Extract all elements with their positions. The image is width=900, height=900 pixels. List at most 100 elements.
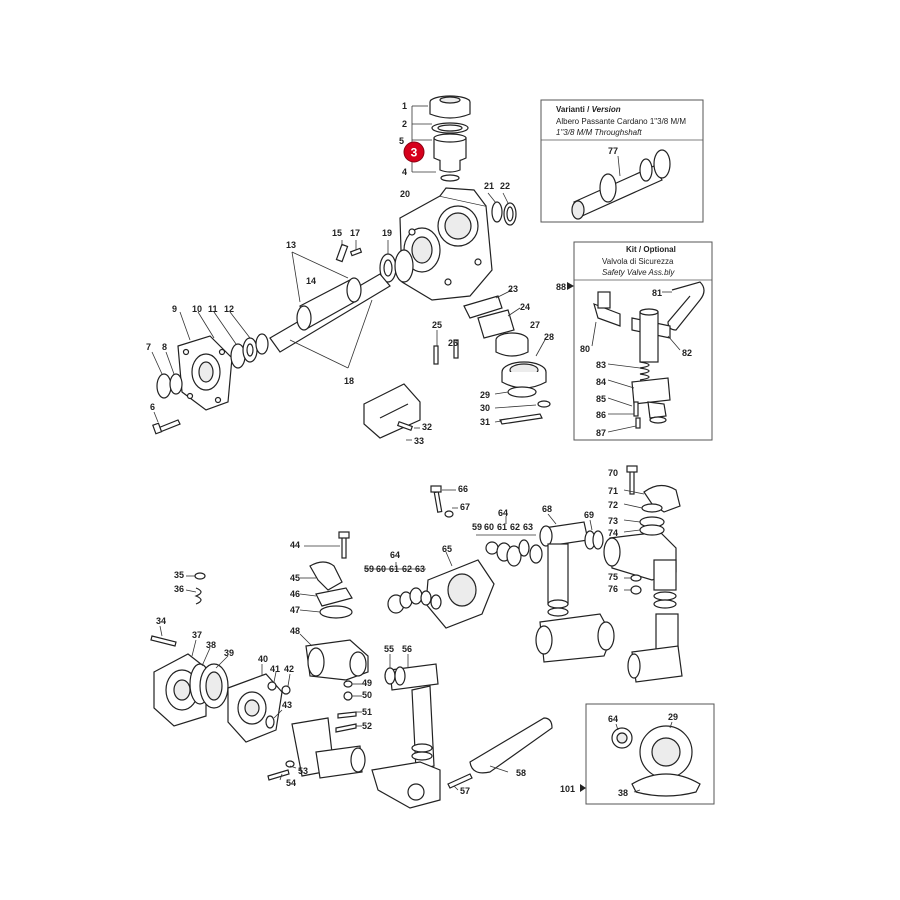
kit-part-82: 82 [682,348,692,358]
part-number-44: 44 [290,540,300,550]
part-number-5: 5 [399,136,404,146]
part-number-62b: 62 [402,564,412,574]
part-number-15: 15 [332,228,342,238]
kit-part-83: 83 [596,360,606,370]
part-number-50: 50 [362,690,372,700]
part-number-19: 19 [382,228,392,238]
part-number-69: 69 [584,510,594,520]
set-box [580,703,715,805]
part-number-65: 65 [442,544,452,554]
kit-part-85: 85 [596,394,606,404]
part-number-48: 48 [290,626,300,636]
part-number-17: 17 [350,228,360,238]
part-number-42: 42 [284,664,294,674]
kit-part-84: 84 [596,377,606,387]
part-number-66: 66 [458,484,468,494]
part-number-39: 39 [224,648,234,658]
side-flange [177,335,233,411]
part-number-36: 36 [174,584,184,594]
part-number-70: 70 [608,468,618,478]
part-number-64: 64 [498,508,508,518]
part-number-63: 63 [523,522,533,532]
set-group-number: 101 [560,784,575,794]
kit-part-81: 81 [652,288,662,298]
version-part-number: 77 [608,146,618,156]
part-number-14: 14 [306,276,316,286]
part-number-49: 49 [362,678,372,688]
part-number-73: 73 [608,516,618,526]
part-number-55: 55 [384,644,394,654]
highlighted-part-number: 3 [411,146,418,160]
part-number-29: 29 [480,390,490,400]
part-number-46: 46 [290,589,300,599]
part-number-38: 38 [206,640,216,650]
kit-part-86: 86 [596,410,606,420]
part-number-57: 57 [460,786,470,796]
part-number-58: 58 [516,768,526,778]
part-number-41: 41 [270,664,280,674]
part-number-9: 9 [172,304,177,314]
part-number-76: 76 [608,584,618,594]
part-number-59: 59 [472,522,482,532]
part-number-4: 4 [402,167,407,177]
part-number-31: 31 [480,417,490,427]
part-number-25: 25 [432,320,442,330]
part-number-74: 74 [608,528,618,538]
set-part-38: 38 [618,788,628,798]
part-number-56: 56 [402,644,412,654]
part-number-59b: 59 [364,564,374,574]
part-number-34: 34 [156,616,166,626]
version-box: Varianti / Version Albero Passante Carda… [540,99,704,223]
part-number-64b: 64 [390,550,400,560]
part-number-72: 72 [608,500,618,510]
part-number-30: 30 [480,403,490,413]
part-number-13: 13 [286,240,296,250]
part-number-35: 35 [174,570,184,580]
part-number-22: 22 [500,181,510,191]
gearbox-housing [399,187,493,301]
part-number-75: 75 [608,572,618,582]
version-line-it: Albero Passante Cardano 1"3/8 M/M [556,117,686,126]
kit-part-87: 87 [596,428,606,438]
part-number-47: 47 [290,605,300,615]
top-assembly [151,95,551,441]
part-number-26: 26 [448,338,458,348]
svg-text:Kit / Optional: Kit / Optional [626,245,676,254]
part-number-10: 10 [192,304,202,314]
part-number-67: 67 [460,502,470,512]
part-number-61: 61 [497,522,507,532]
set-part-64: 64 [608,714,618,724]
part-number-52: 52 [362,721,372,731]
part-number-27: 27 [530,320,540,330]
part-number-2: 2 [402,119,407,129]
part-number-23: 23 [508,284,518,294]
cap-part [429,95,471,119]
part-number-71: 71 [608,486,618,496]
part-number-43: 43 [282,700,292,710]
kit-part-80: 80 [580,344,590,354]
highlighted-part-callout[interactable]: 3 [403,141,425,163]
part-number-8: 8 [162,342,167,352]
part-number-18: 18 [344,376,354,386]
version-line-en: 1"3/8 M/M Throughshaft [556,128,642,137]
kit-group-number: 88 [556,282,566,292]
part-number-60b: 60 [376,564,386,574]
part-number-61b: 61 [389,564,399,574]
kit-line-en: Safety Valve Ass.bly [602,268,675,277]
part-number-45: 45 [290,573,300,583]
part-number-21: 21 [484,181,494,191]
bottom-assembly [150,465,683,809]
part-number-33: 33 [414,436,424,446]
part-number-12: 12 [224,304,234,314]
part-number-60: 60 [484,522,494,532]
part-number-24: 24 [520,302,530,312]
kit-line-it: Valvola di Sicurezza [602,257,674,266]
part-number-51: 51 [362,707,372,717]
part-number-20: 20 [400,189,410,199]
set-part-29: 29 [668,712,678,722]
part-number-1: 1 [402,101,407,111]
part-number-37: 37 [192,630,202,640]
part-number-28: 28 [544,332,554,342]
